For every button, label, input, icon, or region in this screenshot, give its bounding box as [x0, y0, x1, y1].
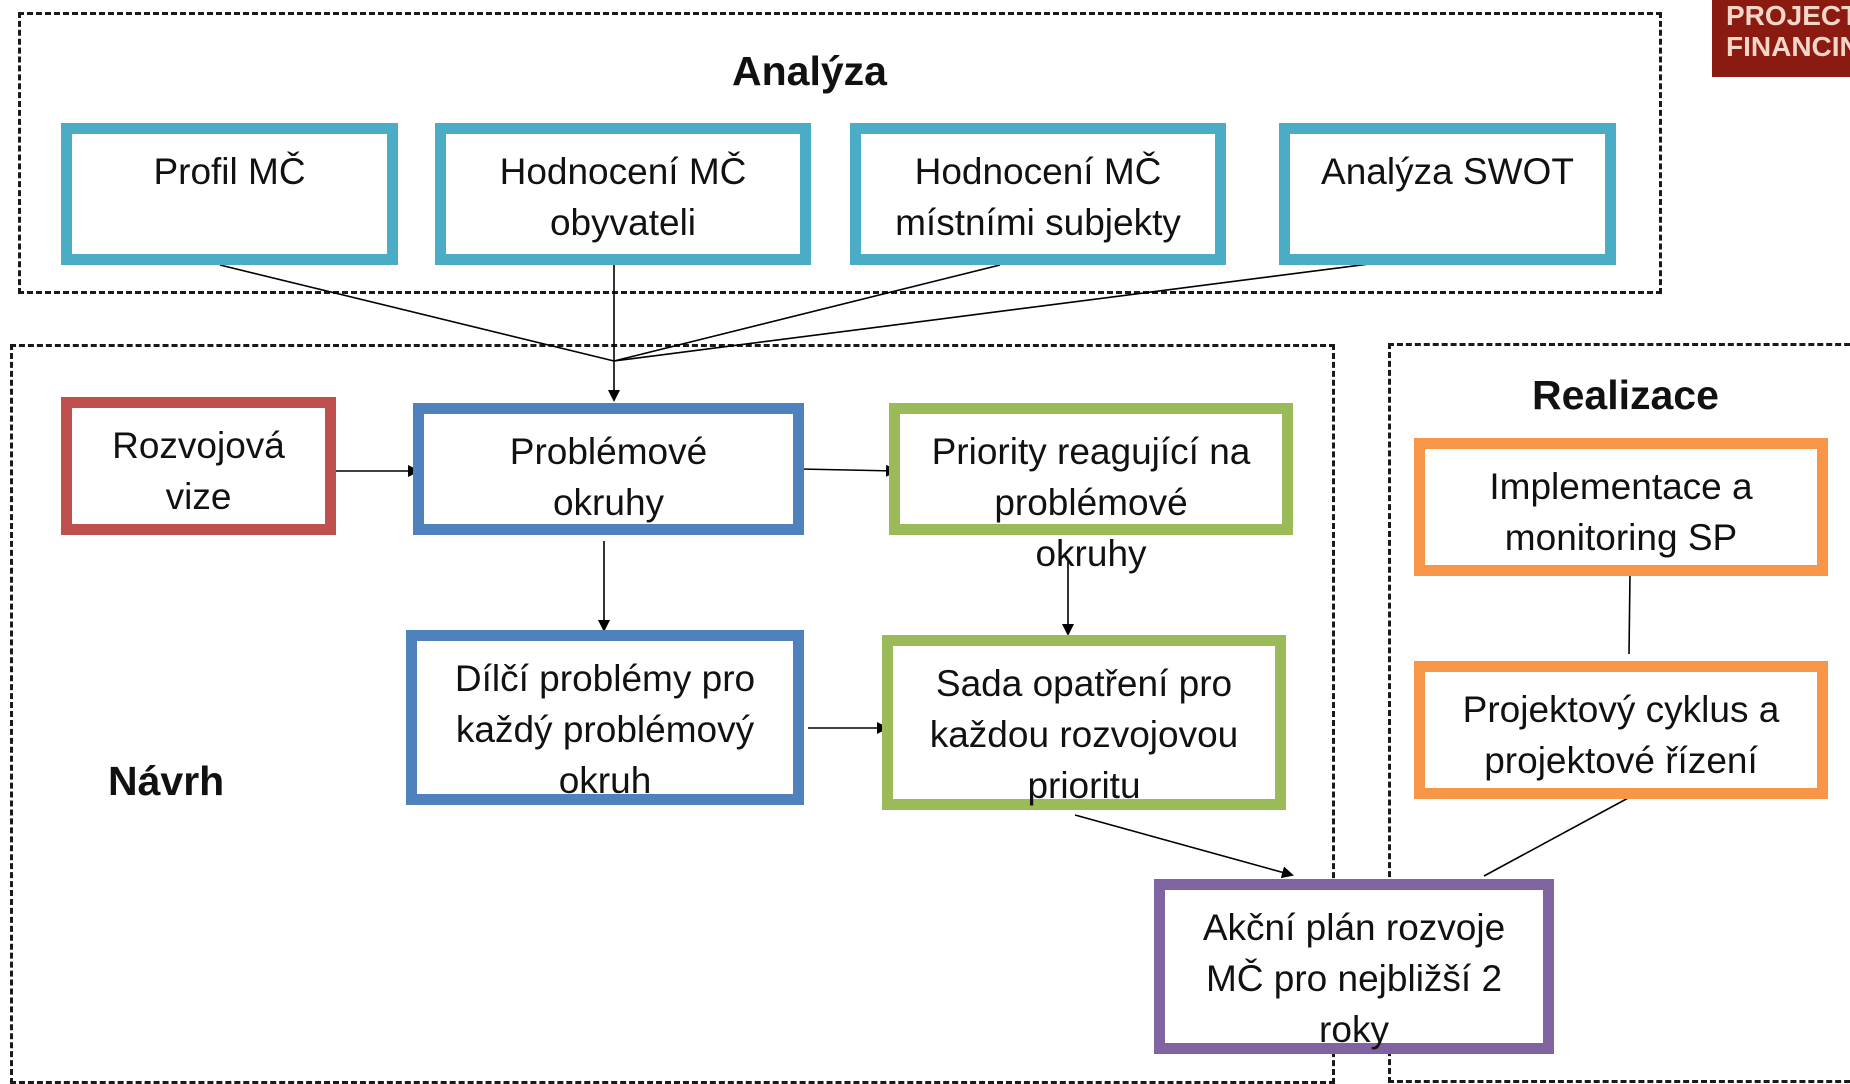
rozvojova-vize-label: Rozvojová vize	[112, 425, 285, 517]
problemove-okruhy-label: Problémové okruhy	[509, 431, 708, 523]
line-implementace-to-projektovy-cyklus	[1628, 573, 1631, 655]
implementace-label: Implementace a monitoring SP	[1489, 466, 1753, 558]
logo-line-1: PROJECTS	[1726, 0, 1850, 31]
design-title: Návrh	[108, 758, 225, 804]
analyza-swot-label: Analýza SWOT	[1321, 151, 1574, 192]
line-subjekty-to-merge	[613, 264, 1001, 362]
line-swot-to-merge	[613, 258, 1409, 362]
hodnoceni-obyvateli-label: Hodnocení MČ obyvateli	[499, 151, 747, 243]
logo-line-2: FINANCING	[1726, 31, 1850, 62]
line-projektovy-cyklus-to-akcni-plan	[1483, 796, 1631, 877]
analysis-region	[18, 12, 1662, 294]
priority-box: Priority reagující na problémové okruhy	[889, 403, 1293, 574]
akcni-plan-box: Akční plán rozvoje MČ pro nejbližší 2 ro…	[1154, 879, 1554, 1054]
dilci-problemy-label: Dílčí problémy pro každý problémový okru…	[454, 658, 756, 801]
arrow-sada-to-akcni-plan	[1074, 814, 1294, 879]
dilci-problemy-box: Dílčí problémy pro každý problémový okru…	[406, 630, 804, 805]
analysis-title: Analýza	[732, 48, 887, 94]
line-profil-to-merge	[219, 264, 615, 362]
projektovy-cyklus-label: Projektový cyklus a projektové řízení	[1462, 689, 1780, 781]
hodnoceni-subjekty-label: Hodnocení MČ místními subjekty	[895, 151, 1181, 243]
priority-label: Priority reagující na problémové okruhy	[931, 431, 1251, 574]
sada-opatreni-label: Sada opatření pro každou rozvojovou prio…	[929, 663, 1239, 806]
analyza-swot-box: Analýza SWOT	[1279, 123, 1616, 265]
realization-title: Realizace	[1532, 372, 1719, 418]
hodnoceni-obyvateli-box: Hodnocení MČ obyvateli	[435, 123, 811, 265]
arrow-problemove-okruhy-to-priority	[799, 464, 898, 477]
problemove-okruhy-box: Problémové okruhy	[413, 403, 804, 535]
implementace-box: Implementace a monitoring SP	[1414, 438, 1828, 576]
projects-financing-logo: PROJECTS FINANCING	[1712, 0, 1850, 77]
hodnoceni-subjekty-box: Hodnocení MČ místními subjekty	[850, 123, 1226, 265]
profil-mc-label: Profil MČ	[153, 151, 306, 192]
akcni-plan-label: Akční plán rozvoje MČ pro nejbližší 2 ro…	[1202, 907, 1506, 1050]
rozvojova-vize-box: Rozvojová vize	[61, 397, 336, 535]
profil-mc-box: Profil MČ	[61, 123, 398, 265]
projektovy-cyklus-box: Projektový cyklus a projektové řízení	[1414, 661, 1828, 799]
sada-opatreni-box: Sada opatření pro každou rozvojovou prio…	[882, 635, 1286, 810]
